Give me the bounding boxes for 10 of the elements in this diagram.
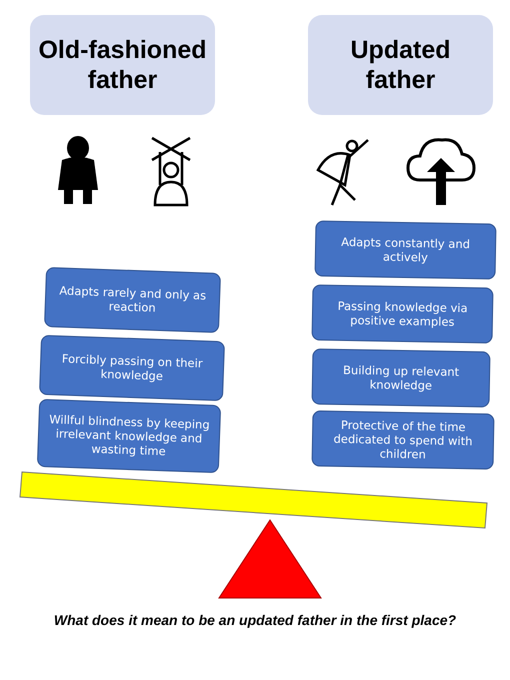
statement-box: Building up relevant knowledge	[312, 348, 490, 408]
heading-box: Updated father	[308, 15, 493, 115]
caption: What does it mean to be an updated father in the first place?	[52, 612, 458, 628]
statement-box: Protective of the time dedicated to spend with children	[312, 410, 494, 470]
statement-box: Passing knowledge via positive examples	[312, 284, 494, 344]
statement-box: Willful blindness by keeping irrelevant knowledge and wasting time	[36, 398, 222, 474]
statement-box: Adapts rarely and only as reaction	[44, 266, 221, 334]
statement-box: Forcibly passing on their knowledge	[39, 334, 225, 402]
statement-box: Adapts constantly and actively	[314, 220, 496, 280]
heading-box: Old-fashioned father	[30, 15, 215, 115]
